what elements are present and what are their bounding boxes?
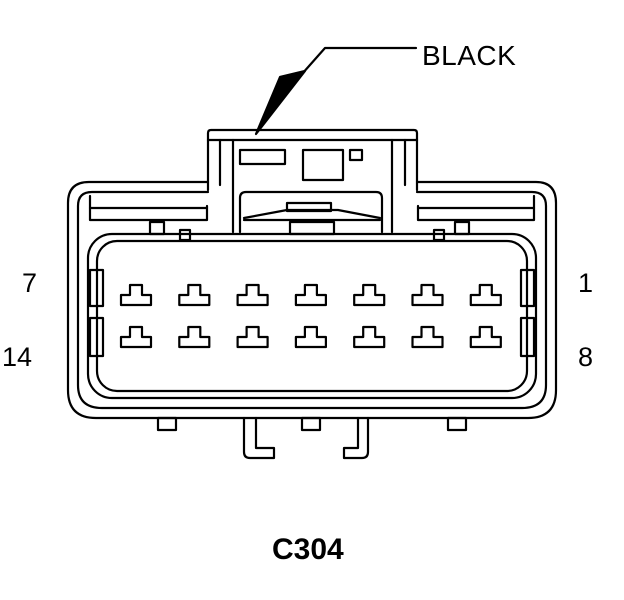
pin-cavity bbox=[86, 232, 538, 400]
pin-4 bbox=[294, 283, 327, 307]
pin-9 bbox=[411, 325, 444, 349]
pin-8 bbox=[469, 325, 502, 349]
pin-label-14: 14 bbox=[2, 342, 33, 372]
pin-10 bbox=[353, 325, 386, 349]
pin-13 bbox=[178, 325, 211, 349]
pin-7 bbox=[119, 283, 153, 307]
connector-id: C304 bbox=[272, 533, 344, 566]
connector-feet bbox=[156, 416, 468, 460]
pin-6 bbox=[178, 283, 211, 307]
connector-latch bbox=[206, 128, 419, 234]
pin-11 bbox=[294, 325, 327, 349]
pin-5 bbox=[236, 283, 269, 307]
pin-terminals bbox=[119, 283, 502, 349]
pin-12 bbox=[236, 325, 269, 349]
pin-1 bbox=[469, 283, 502, 307]
pin-14 bbox=[119, 325, 153, 349]
pin-2 bbox=[411, 283, 444, 307]
connector-housing bbox=[66, 180, 558, 420]
callout-leader bbox=[254, 46, 418, 136]
callout-label: BLACK bbox=[422, 40, 517, 71]
pin-3 bbox=[353, 283, 386, 307]
pin-label-8: 8 bbox=[578, 342, 594, 372]
pin-label-7: 7 bbox=[22, 268, 38, 298]
pin-label-1: 1 bbox=[578, 268, 594, 298]
